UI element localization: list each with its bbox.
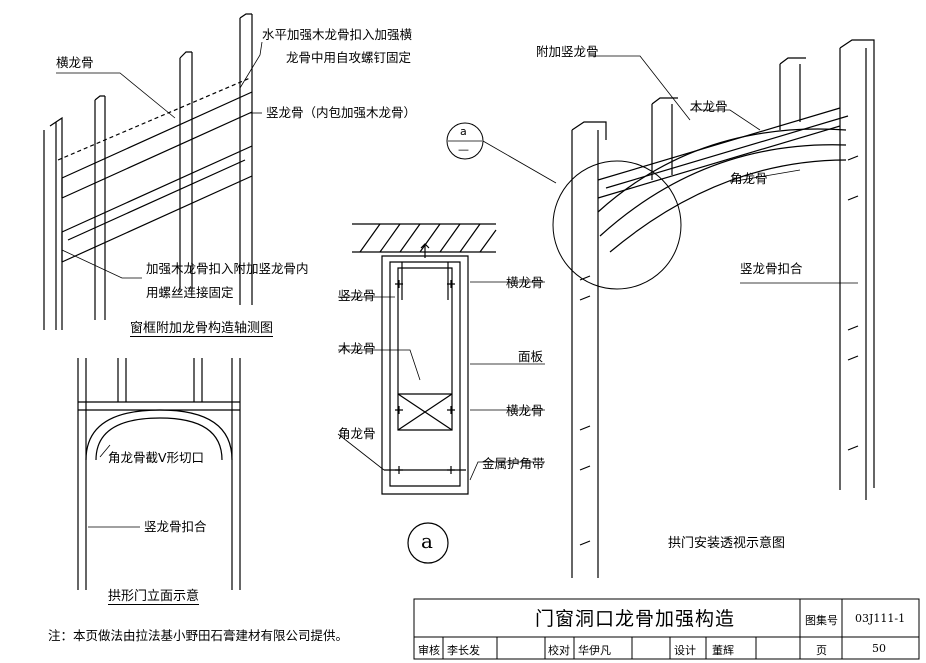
iso-note-bottom-line2: 用螺丝连接固定	[146, 285, 234, 300]
section-jiao-longgu-label: 角龙骨	[338, 426, 376, 441]
perspective-caption: 拱门安装透视示意图	[668, 536, 786, 551]
section-a-tag: a	[421, 529, 433, 553]
section-mu-longgu-label: 木龙骨	[338, 341, 376, 356]
persp-fujia-shu-label: 附加竖龙骨	[536, 44, 599, 59]
iso-note-top-line2: 龙骨中用自攻螺钉固定	[286, 50, 412, 65]
arch-elevation-caption: 拱形门立面示意	[108, 585, 200, 605]
section-heng-longgu-top-label: 横龙骨	[506, 275, 544, 290]
section-mianban-label: 面板	[518, 349, 544, 364]
section-jinshu-hujiao-label: 金属护角带	[482, 456, 545, 471]
design-label: 设计	[674, 644, 696, 657]
iso-note-top-line1: 水平加强木龙骨扣入加强横	[262, 27, 413, 42]
iso-heng-longgu-label: 横龙骨	[56, 55, 94, 70]
footnote: 注：本页做法由拉法基小野田石膏建材有限公司提供。	[48, 628, 349, 643]
iso-view-drawing	[43, 13, 253, 330]
section-shu-longgu-label: 竖龙骨	[338, 288, 376, 303]
page-label: 页	[816, 644, 827, 657]
arch-elevation-drawing	[77, 358, 241, 590]
check-label: 校对	[548, 644, 570, 657]
checker-name: 华伊凡	[578, 644, 611, 657]
perspective-drawing	[571, 39, 875, 578]
persp-mu-longgu-label: 木龙骨	[690, 99, 728, 114]
arch-v-cut-label: 角龙骨截V形切口	[108, 450, 205, 465]
section-a-drawing	[352, 223, 497, 495]
detail-ref-top: a	[460, 125, 467, 138]
page-number: 50	[872, 642, 886, 655]
iso-note-bottom-line1: 加强木龙骨扣入附加竖龙骨内	[146, 261, 309, 276]
section-heng-longgu-mid-label: 横龙骨	[506, 403, 544, 418]
iso-shu-longgu-label: 竖龙骨（内包加强木龙骨）	[266, 105, 417, 120]
arch-shu-kouhe-label: 竖龙骨扣合	[144, 519, 207, 534]
review-label: 审核	[418, 644, 440, 657]
persp-jiao-longgu-label: 角龙骨	[730, 171, 768, 186]
iso-view-caption: 窗框附加龙骨构造轴测图	[130, 317, 274, 337]
persp-shu-kouhe-label: 竖龙骨扣合	[740, 261, 803, 276]
sheet-title: 门窗洞口龙骨加强构造	[534, 608, 735, 630]
detail-ref-bottom: —	[458, 143, 469, 156]
designer-name: 董辉	[712, 644, 734, 657]
atlas-label: 图集号	[805, 614, 838, 627]
reviewer-name: 李长发	[447, 644, 480, 657]
atlas-number: 03J111-1	[855, 612, 906, 625]
